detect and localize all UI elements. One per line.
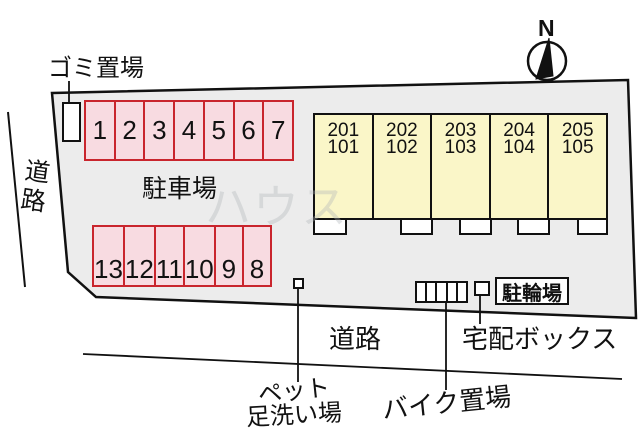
parking-stall: 5 <box>205 102 235 159</box>
parking-stall: 1 <box>86 102 116 159</box>
delivery-box-label: 宅配ボックス <box>462 324 618 354</box>
parking-stall: 11 <box>156 227 185 285</box>
rack-slot <box>417 283 428 301</box>
unit-cell: 201 101 <box>315 115 374 218</box>
unit-cell: 202 102 <box>374 115 433 218</box>
parking-stall: 8 <box>249 254 265 284</box>
rack-slot <box>448 283 458 301</box>
unit-number-lower: 101 <box>327 137 360 158</box>
unit-number-upper: 204 <box>503 120 535 141</box>
unit-cell: 203 103 <box>432 115 491 218</box>
compass-north-label: N <box>538 15 555 41</box>
parking-row-top: 1 2 3 4 5 6 7 <box>84 100 294 161</box>
entrance-porch <box>459 218 492 235</box>
unit-cell: 204 104 <box>491 115 550 218</box>
pet-wash-marker <box>293 278 304 289</box>
delivery-box-icon <box>474 281 490 296</box>
pet-wash-label-line2: 足洗い場 <box>245 399 343 432</box>
compass-icon <box>526 37 568 82</box>
unit-number-upper: 205 <box>561 120 594 141</box>
parking-stall: 6 <box>235 102 265 159</box>
unit-number-lower: 104 <box>503 137 535 158</box>
parking-stall: 9 <box>216 227 244 285</box>
entrance-porch <box>517 218 550 235</box>
unit-number-upper: 201 <box>327 120 360 141</box>
road-bottom-label: 道路 <box>329 324 382 354</box>
left-road-line <box>7 111 26 288</box>
apartment-building: 201 101 202 102 203 103 204 104 205 105 <box>313 113 608 220</box>
parking-stall: 12 <box>125 227 156 285</box>
rack-slot <box>458 283 466 301</box>
unit-number-lower: 105 <box>561 137 594 158</box>
unit-number-upper: 202 <box>386 120 418 141</box>
parking-stall: 3 <box>145 102 176 159</box>
entrance-porch <box>313 218 347 235</box>
garbage-box <box>62 102 81 142</box>
bicycle-parking-label: 駐輪場 <box>502 282 562 305</box>
rack-slot <box>437 283 448 301</box>
entrance-porch <box>577 218 608 235</box>
parking-stall: 2 <box>116 102 146 159</box>
entrance-porch <box>400 218 433 235</box>
rack-slot <box>427 283 438 301</box>
unit-cell: 205 105 <box>549 115 606 218</box>
parking-stall: 7 <box>270 115 286 145</box>
bottom-road-line <box>82 353 623 380</box>
garbage-area-label: ゴミ置場 <box>48 55 144 82</box>
motorcycle-rack <box>415 281 468 303</box>
unit-number-upper: 203 <box>444 120 477 141</box>
parking-row-bottom: 13 12 11 10 9 8 <box>92 225 272 287</box>
parking-stall: 13 <box>94 227 125 285</box>
parking-stall: 10 <box>185 227 216 285</box>
bicycle-parking-box: 駐輪場 <box>495 277 569 305</box>
unit-number-lower: 103 <box>444 137 477 158</box>
unit-number-lower: 102 <box>386 137 418 158</box>
parking-stall: 4 <box>175 102 205 159</box>
parking-lot-label: 駐車場 <box>142 175 218 203</box>
